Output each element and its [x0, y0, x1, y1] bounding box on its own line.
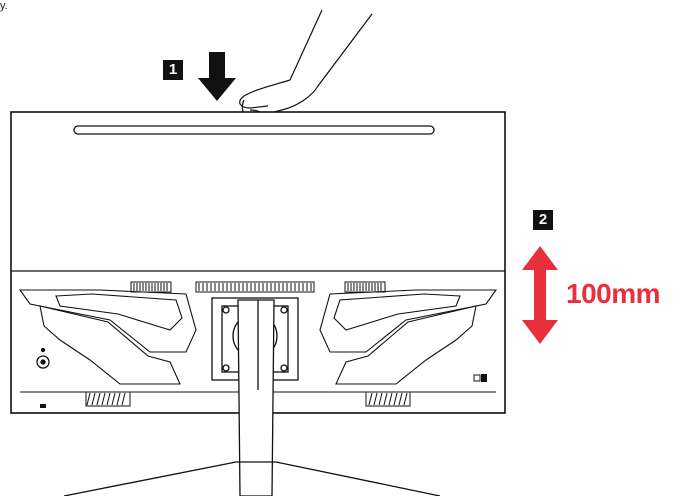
double-vertical-arrow-icon: [522, 246, 558, 344]
hand-illustration: [239, 9, 373, 127]
vent-grille: [130, 281, 386, 293]
headphone-jack-icon: [36, 347, 50, 369]
kensington-lock-icon: [473, 374, 487, 382]
height-adjust-label: 100mm: [566, 278, 661, 309]
top-text-fragment: y.: [0, 0, 8, 12]
top-grip-slot: [73, 125, 435, 135]
step-2-badge: 2: [533, 210, 553, 230]
monitor-stand: [63, 299, 441, 496]
down-arrow-icon: [198, 52, 236, 101]
step-1-badge: 1: [163, 60, 183, 80]
bottom-vent: [85, 391, 411, 407]
base-foot-marker: [40, 404, 46, 408]
